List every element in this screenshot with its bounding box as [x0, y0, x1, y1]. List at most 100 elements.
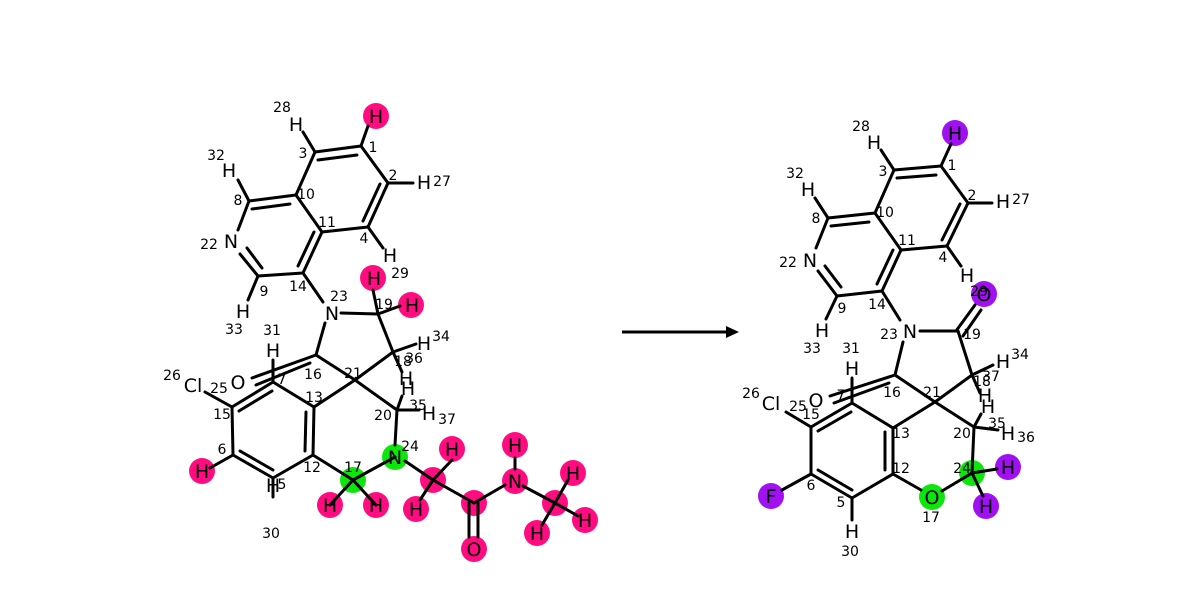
atom-number: 32	[786, 166, 804, 182]
bond	[784, 410, 813, 429]
bond	[236, 178, 251, 203]
atom-number: 34	[432, 329, 450, 345]
bond	[231, 453, 275, 480]
bond	[940, 202, 962, 242]
atom-number: 6	[807, 478, 816, 494]
bond	[895, 173, 938, 180]
highlight-circle	[439, 436, 465, 462]
bond	[294, 193, 324, 234]
highlight-circle	[572, 507, 598, 533]
atom-number: 20	[374, 408, 392, 424]
bond	[873, 168, 896, 215]
atom-label: F	[766, 486, 777, 508]
bond	[312, 378, 357, 409]
atom-number: 25	[789, 399, 807, 415]
atom-number: 28	[273, 100, 291, 116]
atom-label: N	[388, 447, 402, 469]
highlight-circle	[189, 458, 215, 484]
bond	[893, 340, 905, 377]
bond	[954, 303, 977, 333]
atom-label: H	[948, 123, 962, 145]
bond	[236, 199, 251, 232]
bond	[540, 501, 557, 527]
bond	[238, 449, 275, 472]
bond	[880, 248, 903, 293]
highlight-circle	[995, 454, 1021, 480]
atom-number: 13	[305, 390, 323, 406]
highlight-circle	[502, 432, 528, 458]
bond	[237, 389, 274, 413]
bond	[961, 308, 983, 338]
bond	[970, 373, 982, 395]
bond	[238, 252, 260, 278]
product-molecule: H H H H N H O H N H H Cl O H H H F O H H…	[742, 119, 1035, 560]
bond	[816, 410, 853, 433]
atom-label: N	[803, 250, 817, 272]
bond	[945, 201, 970, 248]
atom-label: H	[289, 114, 303, 136]
atom-label: O	[809, 390, 824, 412]
bond	[245, 246, 264, 270]
bond	[403, 459, 435, 482]
atom-label: H	[405, 295, 419, 317]
atom-numbers: 28 3 1 32 10 2 27 8 11 22 4 29 9 14 19 2…	[742, 119, 1035, 560]
bond	[247, 193, 298, 203]
atom-number: 9	[838, 301, 847, 317]
atom-number: 31	[842, 341, 860, 357]
arrow-head	[726, 326, 739, 338]
bond	[361, 182, 382, 223]
bond	[823, 264, 843, 289]
bond	[418, 478, 435, 502]
bond	[933, 400, 976, 429]
bond	[250, 353, 318, 380]
atom-label: H	[1001, 423, 1015, 445]
atom-number: 31	[263, 323, 281, 339]
atom-number: 5	[278, 477, 287, 493]
bond	[391, 350, 404, 374]
highlight-circle	[971, 281, 997, 307]
atom-number: 17	[922, 510, 940, 526]
bond	[391, 342, 418, 354]
atom-number: 33	[225, 322, 243, 338]
atom-label: Cl	[762, 393, 781, 415]
atom-label: H	[960, 265, 974, 287]
atom-number: 3	[879, 164, 888, 180]
bond	[970, 425, 976, 475]
atom-number: 16	[883, 385, 901, 401]
bond	[970, 363, 995, 377]
bond	[956, 329, 974, 377]
atom-label: O	[231, 372, 246, 394]
bond	[353, 350, 395, 382]
bond	[814, 216, 830, 250]
atom-label: H	[996, 191, 1010, 213]
atom-label: H	[409, 499, 423, 521]
atom-number: 37	[438, 412, 456, 428]
atom-label: H	[417, 172, 431, 194]
atom-number: 36	[1017, 430, 1035, 446]
bond	[301, 271, 325, 304]
highlight-circle	[502, 468, 528, 494]
atom-number: 10	[297, 187, 315, 203]
atom-label: H	[979, 496, 993, 518]
bond	[816, 269, 839, 298]
bond	[294, 150, 317, 197]
atom-number: 15	[213, 407, 231, 423]
bond	[431, 458, 454, 482]
atom-number: 35	[409, 398, 427, 414]
atom-number: 19	[963, 327, 981, 343]
atom-number: 5	[837, 495, 846, 511]
atom-label: H	[323, 495, 337, 517]
atom-number: 19	[375, 297, 393, 313]
bond	[328, 478, 355, 507]
bond	[256, 271, 305, 278]
atom-label: H	[195, 461, 209, 483]
atom-number: 8	[234, 193, 243, 209]
bond	[230, 380, 275, 409]
bond	[939, 142, 953, 168]
atom-label: H	[266, 475, 280, 497]
atom-label: H	[1001, 457, 1015, 479]
bond	[271, 380, 316, 409]
highlight-circle	[398, 292, 424, 318]
